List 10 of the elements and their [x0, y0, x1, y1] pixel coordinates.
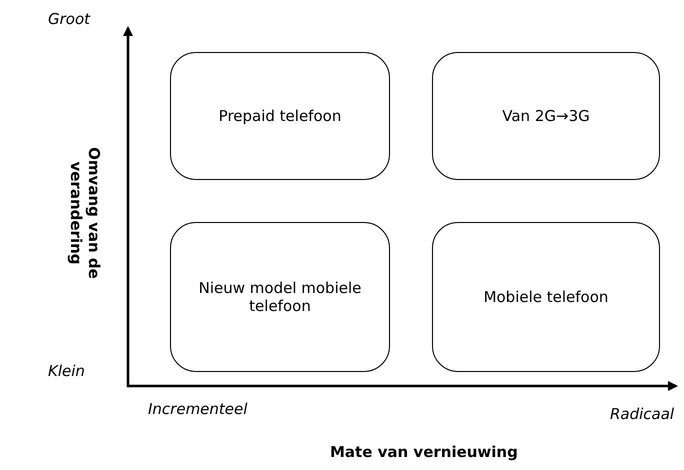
axis-end-label: Radicaal — [610, 405, 674, 423]
axis-end-label: Incrementeel — [148, 400, 248, 418]
axis-end-label: Klein — [48, 362, 85, 380]
axis-title: Omvang van de verandering — [67, 146, 103, 281]
axis-end-label: Groot — [48, 10, 90, 28]
axis-title: Mate van vernieuwing — [330, 443, 518, 461]
quadrant-box: Van 2G→3G — [432, 52, 660, 180]
quadrant-box: Prepaid telefoon — [170, 52, 390, 180]
quadrant-box: Nieuw model mobiele telefoon — [170, 222, 390, 372]
quadrant-box: Mobiele telefoon — [432, 222, 660, 372]
